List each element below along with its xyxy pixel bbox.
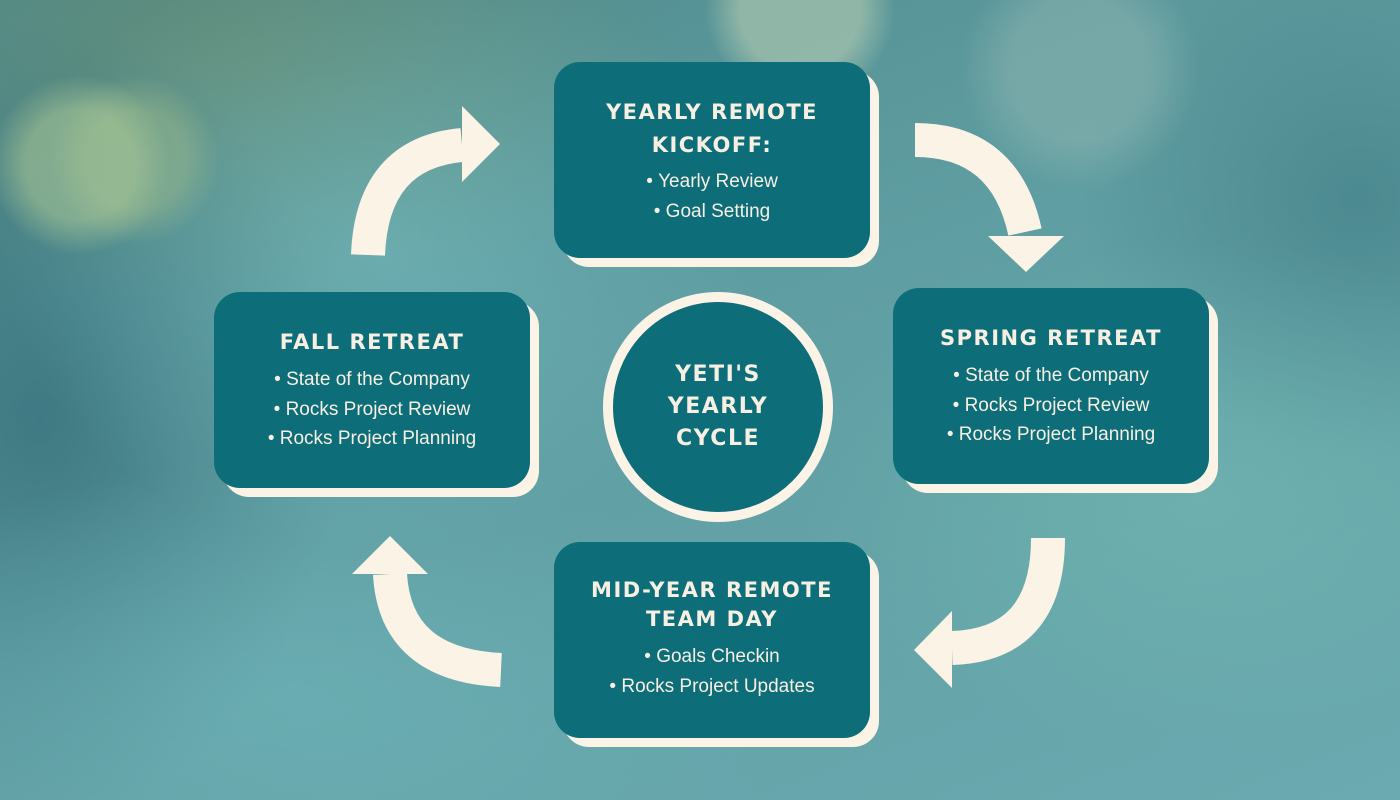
arrow-bottom-right-icon	[914, 537, 1065, 688]
center-circle: YETI'S YEARLY CYCLE	[603, 292, 833, 522]
stage-item: Rocks Project Review	[214, 395, 530, 425]
stage-item: Rocks Project Review	[893, 391, 1209, 421]
stage-item: Goals Checkin	[554, 642, 870, 672]
stage-item: Rocks Project Planning	[893, 420, 1209, 450]
stage-title: MID-YEAR REMOTE TEAM DAY	[591, 578, 833, 631]
stage-items: State of the Company Rocks Project Revie…	[893, 361, 1209, 450]
stage-item: Rocks Project Planning	[214, 424, 530, 454]
center-label: YETI'S YEARLY CYCLE	[667, 362, 769, 451]
stage-card-mid-year-remote-team-day: MID-YEAR REMOTE TEAM DAY Goals Checkin R…	[554, 542, 870, 738]
stage-card-yearly-remote-kickoff: YEARLY REMOTE KICKOFF: Yearly Review Goa…	[554, 62, 870, 258]
stage-item: Rocks Project Updates	[554, 672, 870, 702]
stage-title: SPRING RETREAT	[940, 326, 1162, 350]
stage-title: FALL RETREAT	[279, 330, 465, 354]
stage-card-fall-retreat: FALL RETREAT State of the Company Rocks …	[214, 292, 530, 488]
stage-title: YEARLY REMOTE KICKOFF:	[605, 100, 819, 157]
arrow-bottom-left-icon	[352, 536, 503, 687]
arrow-top-left-icon	[351, 106, 500, 257]
stage-items: Yearly Review Goal Setting	[554, 167, 870, 226]
stage-items: Goals Checkin Rocks Project Updates	[554, 642, 870, 701]
stage-card-spring-retreat: SPRING RETREAT State of the Company Rock…	[893, 288, 1209, 484]
stage-item: Yearly Review	[554, 167, 870, 197]
stage-item: State of the Company	[214, 365, 530, 395]
stage-item: Goal Setting	[554, 197, 870, 227]
stage-item: State of the Company	[893, 361, 1209, 391]
arrow-top-right-icon	[914, 123, 1064, 272]
stage-items: State of the Company Rocks Project Revie…	[214, 365, 530, 454]
